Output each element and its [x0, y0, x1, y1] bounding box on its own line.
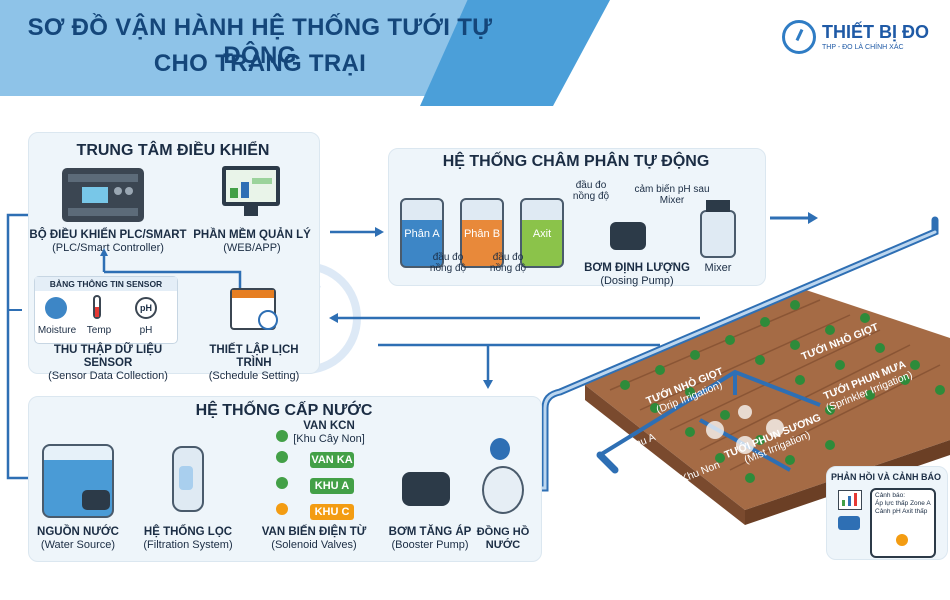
sensor-board-title: BẢNG THÔNG TIN SENSOR [35, 277, 177, 291]
software-label: PHẦN MỀM QUẢN LÝ [193, 229, 311, 241]
chart-icon [838, 490, 862, 510]
probe-b-label: đầu đo nồng độ [489, 252, 527, 274]
field-soil [585, 288, 950, 510]
moisture-drop-icon [45, 297, 67, 319]
phone-icon: Cảnh báo: Áp lực thấp Zone A Cảnh pH Axi… [870, 488, 936, 558]
logo-gauge-icon [782, 20, 816, 54]
valve-kcn-label: VAN KCN [303, 420, 355, 432]
solenoid-valve-sublabel: (Solenoid Valves) [271, 539, 357, 551]
ph-sensor-label: cảm biến pH sau Mixer [634, 184, 710, 206]
sensor-item-moisture: Moisture [37, 325, 77, 336]
valve-kcn-icon[interactable] [276, 430, 288, 442]
mixer-tank-icon [700, 200, 736, 258]
sensor-sublabel: (Sensor Data Collection) [48, 370, 168, 382]
water-meter-icon [482, 466, 524, 514]
title-line-1: SƠ ĐỒ VẬN HÀNH HỆ THỐNG TƯỚI TỰ ĐỘNG [27, 14, 493, 69]
ph-icon: pH [135, 297, 157, 319]
water-source-tank-icon [42, 444, 114, 518]
booster-pump-sublabel: (Booster Pump) [391, 539, 469, 551]
schedule-sublabel: (Schedule Setting) [208, 370, 300, 382]
alert-line-2: Áp lực thấp Zone A [875, 500, 931, 507]
valve-kcn-sublabel: [Khu Cây Non] [293, 433, 365, 445]
valve-khu-c-icon[interactable] [276, 503, 288, 515]
tank-a-label: Phân A [404, 228, 440, 240]
probe-a-label: đầu đo nồng độ [429, 252, 467, 274]
calendar-icon [230, 288, 278, 330]
water-source-sublabel: (Water Source) [40, 539, 116, 551]
tank-acid-label: Axit [532, 228, 552, 240]
dosing-pump-sublabel: (Dosing Pump) [600, 275, 674, 287]
sensor-item-ph: pH [139, 325, 153, 336]
valve-khu-a-icon[interactable] [276, 477, 288, 489]
probe-top-label: đầu đo nồng độ [572, 180, 610, 202]
software-monitor-icon [222, 166, 280, 206]
alert-line-3: Cảnh pH Axit thấp [875, 508, 928, 515]
dosing-pump-icon [610, 222, 646, 250]
logo-name: THIẾT BỊ ĐO [822, 22, 929, 42]
tank-b-label: Phân B [463, 228, 501, 240]
sensor-item-temp: Temp [86, 325, 112, 336]
dosing-pump-label: BƠM ĐỊNH LƯỢNG [584, 262, 690, 274]
bell-icon [896, 534, 908, 546]
tank-a [400, 198, 444, 268]
thermometer-icon [93, 295, 101, 319]
mixer-label: Mixer [704, 262, 732, 274]
schedule-label: THIẾT LẬP LỊCH TRÌNH [209, 344, 299, 369]
software-sublabel: (WEB/APP) [223, 242, 281, 254]
plc-controller-icon [62, 168, 144, 222]
sensor-label: THU THẬP DỮ LIỆU SENSOR [53, 344, 163, 369]
feedback-title: PHẢN HỒI VÀ CẢNH BÁO [830, 472, 941, 482]
valve-khu-a-tag[interactable]: KHU A [310, 478, 354, 494]
clock-icon [258, 310, 278, 330]
filter-icon [172, 446, 204, 512]
sensor-board: BẢNG THÔNG TIN SENSOR pH Moisture Temp p… [34, 276, 178, 344]
logo-tagline: THP - ĐO LÀ CHÍNH XÁC [822, 44, 904, 51]
valve-ka-tag[interactable]: VAN KA [310, 452, 354, 468]
filter-label: HỆ THỐNG LỌC [143, 526, 233, 538]
tank-acid [520, 198, 564, 268]
fertigation-title: HỆ THỐNG CHÂM PHÂN TỰ ĐỘNG [442, 153, 710, 170]
tank-b [460, 198, 504, 268]
source-pump-icon [82, 490, 110, 510]
booster-pump-label: BƠM TĂNG ÁP [388, 526, 472, 538]
filter-sublabel: (Filtration System) [143, 539, 233, 551]
booster-pump-icon [402, 472, 450, 506]
water-meter-label: ĐỒNG HỒ NƯỚC [476, 526, 530, 551]
valve-khu-c-tag[interactable]: KHU C [310, 504, 354, 520]
water-supply-title: HỆ THỐNG CẤP NƯỚC [195, 402, 373, 419]
control-links [100, 248, 242, 288]
message-icon [838, 516, 860, 530]
valve-ka-icon[interactable] [276, 451, 288, 463]
solenoid-valve-label: VAN BIẾN ĐIỆN TỪ [261, 526, 367, 538]
control-center-title: TRUNG TÂM ĐIỀU KHIỂN [76, 142, 270, 159]
plc-sublabel: (PLC/Smart Controller) [52, 242, 164, 254]
water-source-label: NGUỒN NƯỚC [37, 526, 119, 538]
alert-line-1: Cảnh báo: [875, 492, 905, 499]
plc-label: BỘ ĐIỀU KHIỂN PLC/SMART [29, 229, 187, 241]
title-line-2: CHO TRANG TRẠI [153, 50, 367, 77]
